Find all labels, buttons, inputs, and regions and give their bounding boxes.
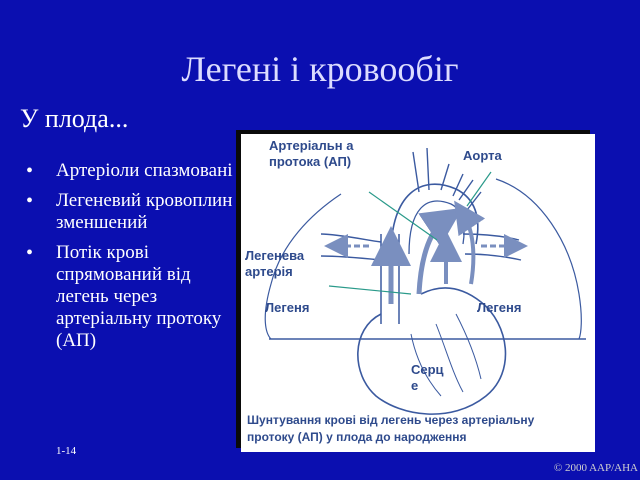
aorta-branch: [458, 179, 482, 211]
heart-lung-diagram: Артеріальн а протока (АП) Аорта Легенева…: [241, 134, 595, 452]
bullet-item: Артеріоли спазмовані: [26, 160, 236, 182]
label-heart: Серц е: [411, 362, 444, 393]
bullet-item: Легеневий кровоплин зменшений: [26, 190, 236, 234]
leader-line-ductus: [368, 191, 438, 241]
lung-outline-right: [495, 178, 582, 340]
diagram-drawing: [264, 147, 586, 415]
lung-outline-left: [264, 193, 342, 340]
heart-vessel: [410, 313, 482, 397]
flow-arrow: [416, 207, 463, 295]
leader-line-pulmonary: [328, 285, 412, 295]
aorta-branch: [440, 163, 464, 197]
label-pulmonary-artery: Легенева артерія: [245, 248, 305, 279]
slide-title: Легені і кровообіг: [181, 49, 459, 89]
heart-outline: [357, 287, 507, 415]
slide-subtitle: У плода...: [20, 104, 129, 133]
bullet-item: Потік крові спрямований від легень через…: [26, 242, 236, 352]
label-lung-right: Легеня: [477, 300, 522, 315]
label-ductus: Артеріальн а протока (АП): [269, 138, 354, 169]
label-aorta: Аорта: [463, 148, 502, 163]
flow-arrow: [454, 200, 486, 285]
figure-caption: Шунтування крові від легень через артері…: [247, 413, 535, 444]
slide-number: 1-14: [56, 445, 77, 457]
leader-line-aorta: [466, 171, 492, 207]
copyright-notice: © 2000 AAP/AHA: [553, 462, 638, 474]
aorta-branch: [412, 147, 430, 193]
label-lung-left: Легеня: [265, 300, 310, 315]
bullet-list: Артеріоли спазмовані Легеневий кровоплин…: [26, 160, 236, 360]
